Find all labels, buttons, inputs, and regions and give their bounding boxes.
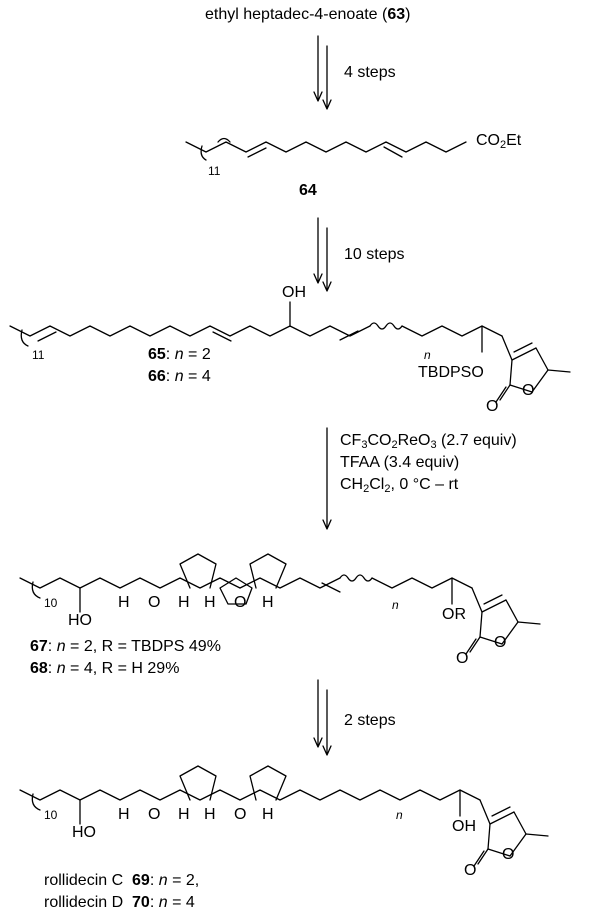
c69-n-label: n <box>396 808 403 822</box>
c69-h1: H <box>118 806 130 823</box>
compound-64-structure <box>185 137 467 161</box>
arrow-step3 <box>322 427 332 530</box>
c64-ester-label: CO2Et <box>476 132 522 151</box>
step2-label: 10 steps <box>344 246 405 263</box>
c65-chain-count: 11 <box>32 348 45 362</box>
c65-carbonyl-o-label: O <box>486 398 499 415</box>
c64-number: 64 <box>299 182 317 199</box>
c67-ring2-o: O <box>234 594 247 611</box>
c67-carbonyl-o-label: O <box>456 650 469 667</box>
c69-ho-label: HO <box>72 824 96 841</box>
c67-or-label: OR <box>442 606 466 623</box>
arrow-step1 <box>313 35 332 110</box>
compound-65-structure <box>9 301 571 403</box>
c67-ring-o-label: O <box>494 634 507 651</box>
c67-chain-count: 10 <box>44 596 58 610</box>
step3-solvent: CH2Cl2, 0 °C – rt <box>340 476 459 495</box>
c70-caption: rollidecin D 70: n = 4 <box>44 894 195 911</box>
c67-caption: 67: n = 2, R = TBDPS 49% <box>30 638 221 655</box>
c69-h2: H <box>178 806 190 823</box>
step3-reagent1: CF3CO2ReO3 (2.7 equiv) <box>340 432 517 451</box>
c65-n-label: n <box>424 348 431 362</box>
c67-n-label: n <box>392 598 399 612</box>
c64-chain-count: 11 <box>208 164 221 178</box>
c65-ring-o-label: O <box>522 382 535 399</box>
c67-h3: H <box>204 594 216 611</box>
c69-h3: H <box>204 806 216 823</box>
c67-ho-label: HO <box>68 612 92 629</box>
c67-h2: H <box>178 594 190 611</box>
c69-h4: H <box>262 806 274 823</box>
c69-oh-label: OH <box>452 818 476 835</box>
start-compound-number: 63 <box>387 6 406 23</box>
arrow-step2 <box>313 217 332 292</box>
step3-reagent2: TFAA (3.4 equiv) <box>340 454 460 471</box>
c68-caption: 68: n = 4, R = H 29% <box>30 660 180 677</box>
c69-carbonyl-o-label: O <box>464 862 477 879</box>
c66-caption: 66: n = 4 <box>148 368 211 385</box>
start-compound-label: ethyl heptadec-4-enoate (63) <box>205 6 411 23</box>
step1-label: 4 steps <box>344 64 396 81</box>
compound-69-structure <box>19 765 549 867</box>
c69-chain-count: 10 <box>44 808 58 822</box>
c65-caption: 65: n = 2 <box>148 346 211 363</box>
start-compound-name: ethyl heptadec-4-enoate <box>205 6 378 23</box>
c65-oh-label: OH <box>282 284 306 301</box>
arrow-step4 <box>313 679 332 756</box>
c69-ring2-o: O <box>234 806 247 823</box>
c69-caption: rollidecin C 69: n = 2, <box>44 872 200 889</box>
c69-ring1-o: O <box>148 806 161 823</box>
step4-label: 2 steps <box>344 712 396 729</box>
c67-h1: H <box>118 594 130 611</box>
c69-ring-o-label: O <box>502 846 515 863</box>
c67-h4: H <box>262 594 274 611</box>
c65-tbdpso-label: TBDPSO <box>418 364 484 381</box>
c67-ring1-o: O <box>148 594 161 611</box>
compound-67-structure <box>19 553 541 655</box>
